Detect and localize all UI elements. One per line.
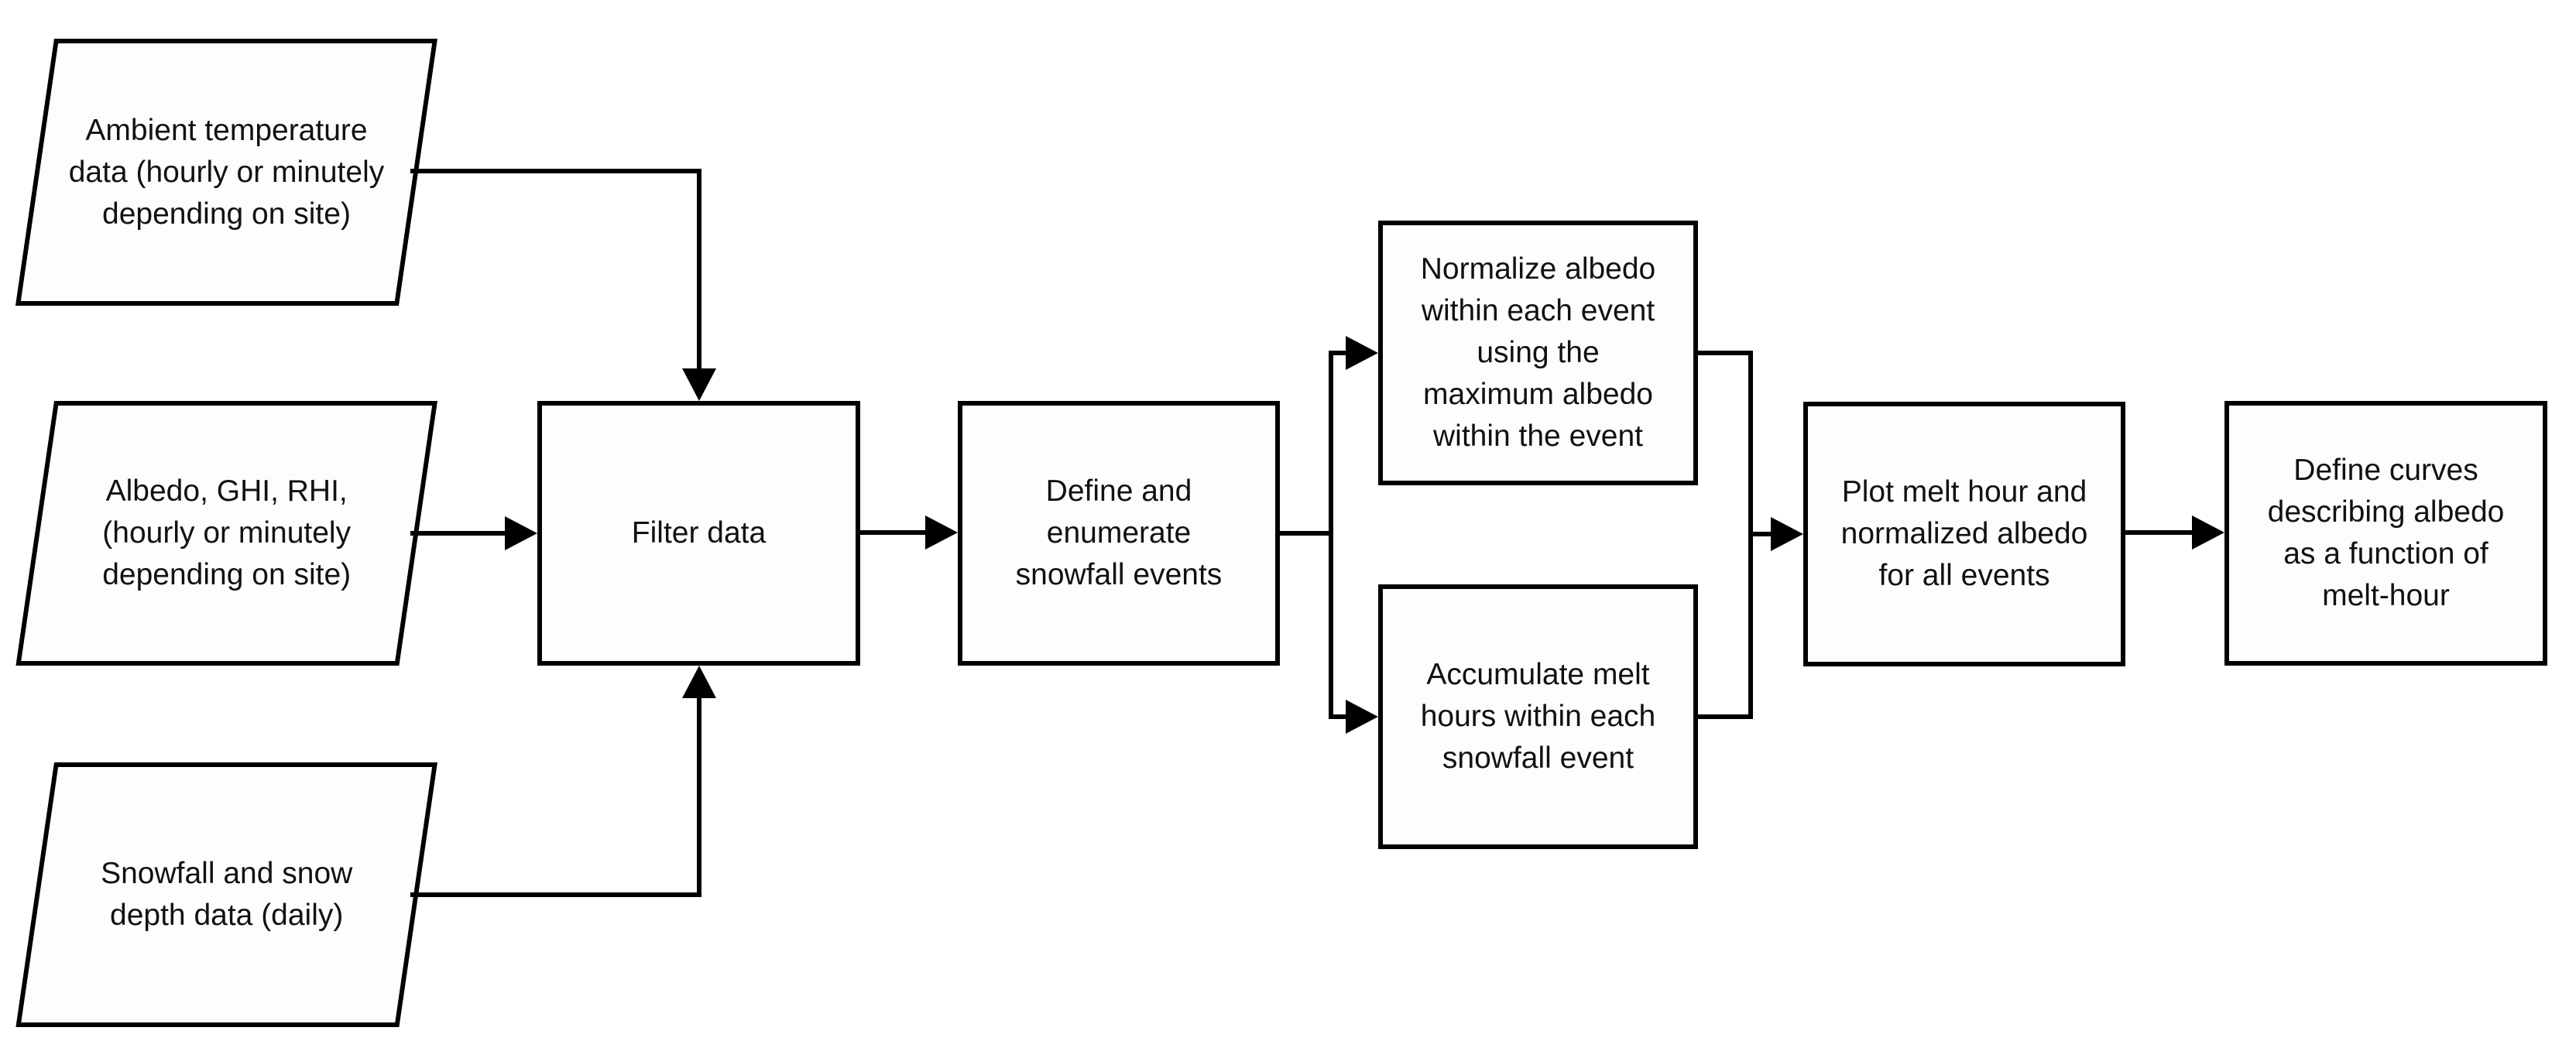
node-filter-data: Filter data [537,401,860,666]
node-accumulate-melt-hours-label: Accumulate melt hours within each snowfa… [1420,658,1656,775]
node-define-curves-label: Define curves describing albedo as a fun… [2267,454,2505,612]
node-ambient-temperature-data: Ambient temperature data (hourly or minu… [15,39,438,306]
edge-define-to-branch-hline [1275,531,1333,536]
arrowhead-right-icon [925,515,958,550]
node-content: Snowfall and snow depth data (daily) [39,767,413,1022]
edge-plot-to-curves-hline [2121,530,2195,535]
edge-filter-to-define-hline [856,530,930,535]
node-filter-data-label: Filter data [631,516,767,550]
node-normalize-albedo-label: Normalize albedo within each event using… [1420,252,1656,453]
edge-branch-to-normalize-hline [1329,351,1349,355]
node-content: Ambient temperature data (hourly or minu… [39,43,413,301]
arrowhead-up-icon [682,666,716,698]
node-define-curves: Define curves describing albedo as a fun… [2224,401,2547,666]
edge-branch-vline [1329,351,1333,719]
node-content: Albedo, GHI, RHI, (hourly or minutely de… [39,406,413,661]
node-define-enumerate-label: Define and enumerate snowfall events [1015,474,1223,591]
edge-branch-to-accumulate-hline [1329,714,1349,719]
node-normalize-albedo: Normalize albedo within each event using… [1378,221,1698,485]
edge-snowfall-to-filter-hline [410,892,701,897]
arrowhead-right-icon [1771,517,1803,551]
edge-ambient-to-filter-hline [410,169,701,173]
edge-accumulate-to-merge-hline [1693,714,1753,719]
arrowhead-right-icon [505,516,537,550]
node-albedo-ghi-rhi-label: Albedo, GHI, RHI, (hourly or minutely de… [102,474,352,591]
node-accumulate-melt-hours: Accumulate melt hours within each snowfa… [1378,584,1698,849]
arrowhead-down-icon [682,368,716,401]
node-plot-melt-hour-albedo: Plot melt hour and normalized albedo for… [1803,402,2125,666]
node-snowfall-snow-depth-data: Snowfall and snow depth data (daily) [15,762,438,1027]
edge-albedo-to-filter-hline [410,531,511,536]
node-snowfall-snow-depth-label: Snowfall and snow depth data (daily) [101,857,353,932]
edge-snowfall-to-filter-vline [697,695,701,897]
arrowhead-right-icon [2192,515,2224,550]
edge-normalize-to-merge-hline [1693,351,1753,355]
arrowhead-right-icon [1346,336,1378,370]
edge-merge-to-plot-hline [1748,532,1774,536]
edge-ambient-to-filter-vline [697,169,701,370]
arrowhead-right-icon [1346,700,1378,734]
node-plot-melt-hour-label: Plot melt hour and normalized albedo for… [1840,475,2088,592]
node-albedo-ghi-rhi-data: Albedo, GHI, RHI, (hourly or minutely de… [15,401,438,666]
node-define-enumerate-snowfall-events: Define and enumerate snowfall events [958,401,1280,666]
node-ambient-temperature-label: Ambient temperature data (hourly or minu… [68,113,385,231]
